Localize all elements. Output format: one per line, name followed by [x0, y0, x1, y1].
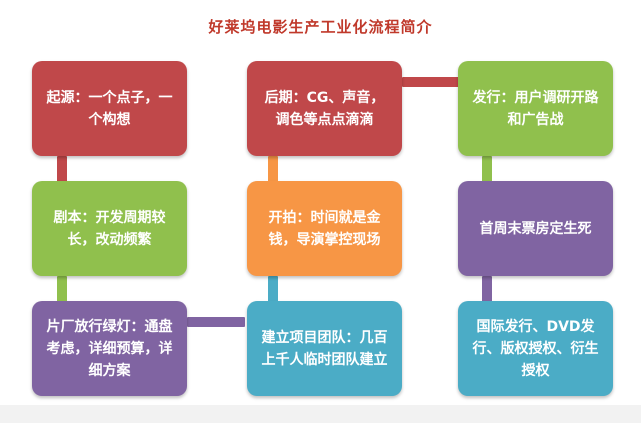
connector-script-greenlight — [57, 276, 67, 302]
bottom-strip — [0, 405, 641, 423]
step-shooting-box: 开拍：时间就是金钱，导演掌控现场 — [247, 181, 402, 276]
step-script-box: 剧本：开发周期较长，改动频繁 — [32, 181, 187, 276]
step-script-text: 剧本：开发周期较长，改动频繁 — [53, 209, 166, 248]
connector-team-shooting — [268, 276, 278, 302]
step-release-text: 发行：用户调研开路和广告战 — [472, 89, 599, 128]
connector-origin-script — [57, 156, 67, 182]
step-post-box: 后期：CG、声音，调色等点点滴滴 — [247, 61, 402, 156]
step-origin-box: 起源：一个点子，一个构想 — [32, 61, 187, 156]
step-post-text: 后期：CG、声音，调色等点点滴滴 — [264, 89, 385, 128]
connector-greenlight-team — [187, 317, 245, 327]
step-team-box: 建立项目团队：几百上千人临时团队建立 — [247, 301, 402, 396]
step-greenlight-box: 片厂放行绿灯：通盘考虑，详细预算，详细方案 — [32, 301, 187, 396]
step-intl-text: 国际发行、DVD发行、版权授权、衍生授权 — [472, 318, 599, 379]
connector-post-release — [402, 77, 459, 87]
step-intl-box: 国际发行、DVD发行、版权授权、衍生授权 — [458, 301, 613, 396]
step-release-box: 发行：用户调研开路和广告战 — [458, 61, 613, 156]
step-opening-box: 首周末票房定生死 — [458, 181, 613, 276]
diagram-title: 好莱坞电影生产工业化流程简介 — [208, 18, 433, 36]
connector-shooting-post — [268, 156, 278, 182]
step-team-text: 建立项目团队：几百上千人临时团队建立 — [261, 329, 388, 368]
step-origin-text: 起源：一个点子，一个构想 — [46, 89, 173, 128]
step-shooting-text: 开拍：时间就是金钱，导演掌控现场 — [268, 209, 381, 248]
step-opening-text: 首周末票房定生死 — [479, 220, 592, 237]
step-greenlight-text: 片厂放行绿灯：通盘考虑，详细预算，详细方案 — [46, 318, 173, 379]
connector-release-opening — [482, 156, 492, 182]
connector-opening-intl — [482, 276, 492, 302]
